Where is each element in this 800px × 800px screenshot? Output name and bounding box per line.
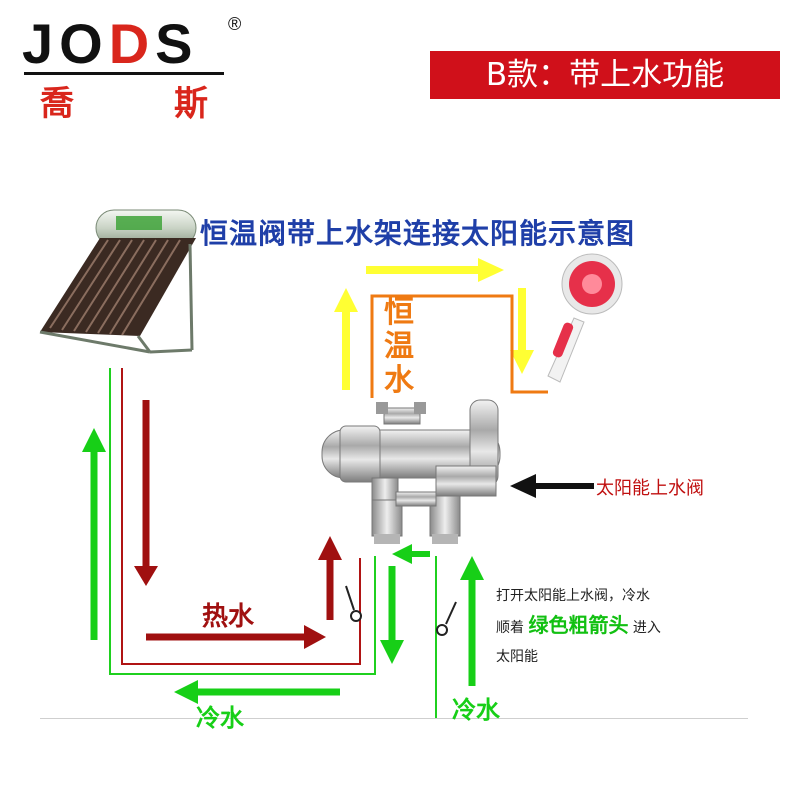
constant-temp-water-label: 恒温水 xyxy=(384,295,414,398)
note-line: 打开太阳能上水阀，冷水 xyxy=(496,588,650,604)
registered-mark: ® xyxy=(228,14,242,34)
diagram-title: 恒温阀带上水架连接太阳能示意图 xyxy=(200,217,636,250)
logo-divider xyxy=(24,72,224,75)
brand-chinese-name: 喬 斯 xyxy=(26,76,222,125)
cold-water-arrow-left-small xyxy=(392,544,430,564)
hot-water-arrow-down xyxy=(134,400,158,586)
cold-water-arrow-up xyxy=(82,428,106,640)
inlet-valve-pointer-arrow xyxy=(510,474,594,498)
instruction-note: 打开太阳能上水阀，冷水 顺着 绿色粗箭头 进入 太阳能 xyxy=(496,582,746,672)
cold-valve-symbol xyxy=(436,601,457,636)
note-highlight: 绿色粗箭头 xyxy=(528,613,629,637)
hot-water-arrow-up xyxy=(318,536,342,620)
constant-temp-loop xyxy=(334,258,548,398)
cold-water-label: 冷水 xyxy=(452,696,500,724)
brand-cn-char: 喬 xyxy=(40,84,74,124)
solar-inlet-valve-label: 太阳能上水阀 xyxy=(596,478,704,499)
brand-cn-char: 斯 xyxy=(174,84,208,124)
cold-water-arrow-left xyxy=(174,680,340,704)
hot-valve-symbol xyxy=(345,585,362,622)
cold-water-arrow-up-right xyxy=(460,556,484,686)
model-badge: B款：带上水功能 xyxy=(430,51,780,99)
solar-water-heater-image xyxy=(39,209,197,354)
shower-head-image xyxy=(547,253,623,383)
brand-logo: JODS xyxy=(22,12,199,75)
thermostatic-valve-image xyxy=(321,399,501,544)
cold-water-arrow-down xyxy=(380,566,404,664)
frame-line xyxy=(40,718,748,719)
hot-water-arrow-right xyxy=(146,625,326,649)
note-line: 太阳能 xyxy=(496,649,538,665)
hot-water-label: 热水 xyxy=(202,602,255,632)
cold-water-label: 冷水 xyxy=(196,704,244,732)
note-line: 顺着 绿色粗箭头 进入 xyxy=(496,613,661,637)
